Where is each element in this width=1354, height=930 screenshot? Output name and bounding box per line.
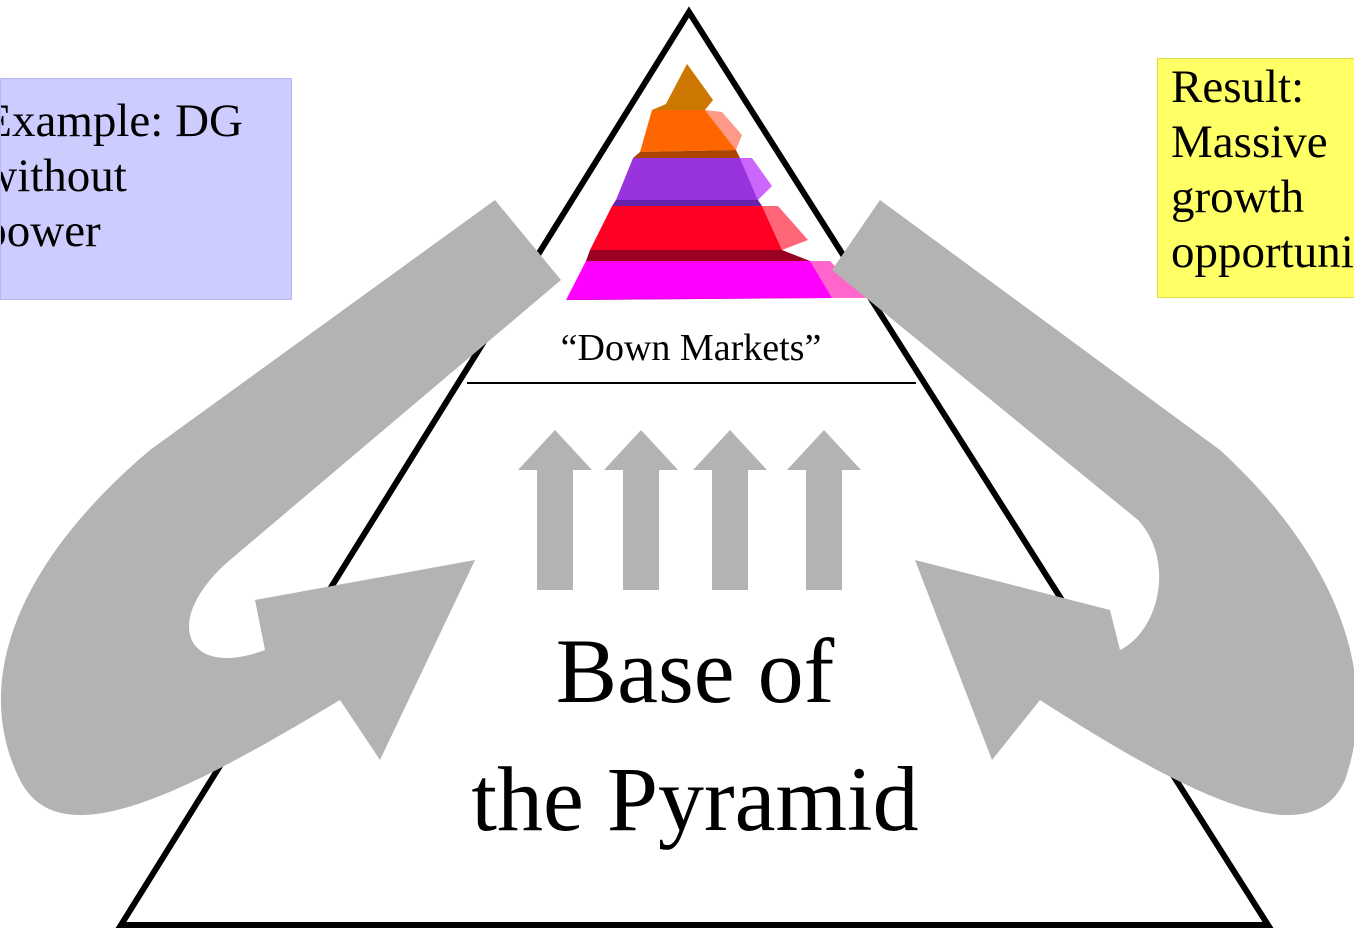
small-pyramid (566, 64, 866, 300)
result-line-3: growth (1171, 171, 1305, 223)
example-line-2: without (1, 150, 127, 202)
up-arrow-4 (787, 430, 861, 590)
example-line-1: Example: DG (0, 95, 243, 147)
example-callout-box: Example: DG without power (0, 78, 292, 300)
upward-arrows (518, 430, 861, 590)
small-pyramid-tier-2-side (705, 110, 742, 150)
down-markets-label: “Down Markets” (561, 327, 822, 369)
result-line-2: Massive (1171, 116, 1328, 168)
up-arrow-1 (518, 430, 592, 590)
small-pyramid-tier-5 (566, 261, 832, 300)
result-callout-box: Result: Massive growth opportunity (1157, 58, 1354, 298)
up-arrow-2 (604, 430, 678, 590)
base-label-line-2: the Pyramid (471, 748, 918, 850)
small-pyramid-tier-2 (640, 110, 736, 152)
small-pyramid-tier-4 (590, 206, 782, 250)
example-line-3: power (1, 205, 101, 257)
small-pyramid-tier-3-side (740, 158, 772, 200)
result-line-4: opportunity (1171, 226, 1354, 278)
small-pyramid-tier-3 (616, 158, 758, 200)
result-callout-text: Result: Massive growth opportunity (1171, 60, 1354, 280)
base-label-line-1: Base of (556, 620, 835, 722)
up-arrow-3 (693, 430, 767, 590)
right-curved-arrow (832, 200, 1354, 815)
left-curved-arrow (0, 200, 561, 816)
example-callout-text: Example: DG without power (0, 94, 243, 259)
small-pyramid-tier-4-side (762, 206, 808, 250)
result-line-1: Result: (1171, 61, 1305, 113)
